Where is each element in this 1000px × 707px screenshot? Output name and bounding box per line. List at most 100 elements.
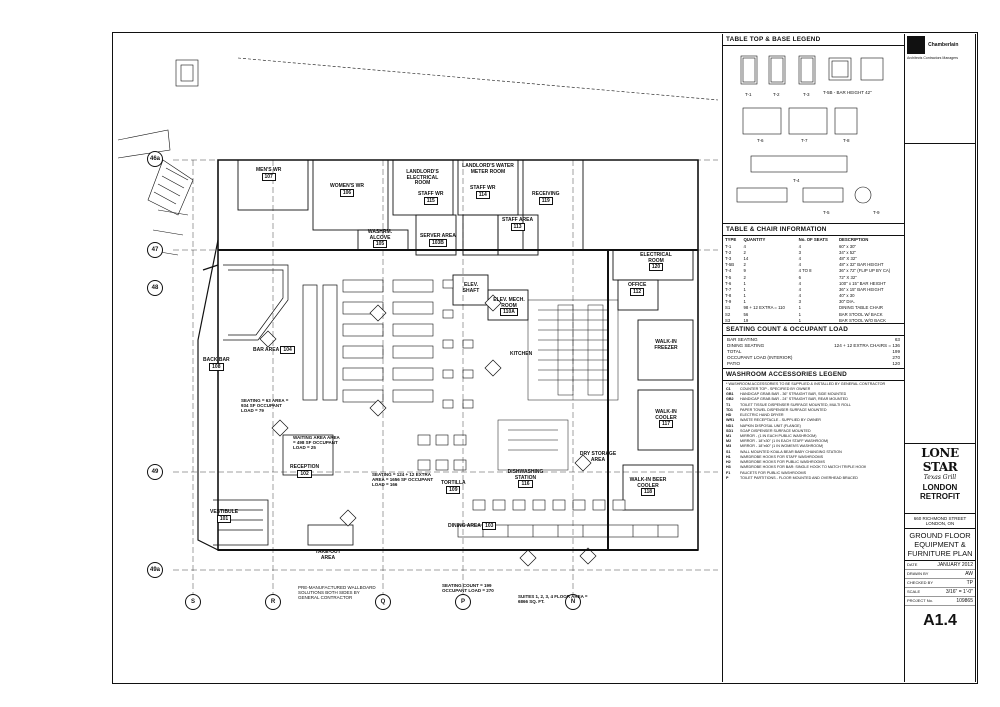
tc-cell: 48" X 32": [838, 255, 857, 261]
tc-cell: 98 + 12 EXTRA = 110: [743, 305, 785, 311]
washroom-text: TOILET TISSUE DISPENSER SURFACE MOUNTED,…: [740, 402, 851, 407]
washroom-text: HANDICAP GRAB BAR - 24" STRAIGHT BAR, RE…: [740, 397, 848, 402]
tt-label-t3: T-3: [803, 92, 810, 97]
tc-cell: 14: [743, 255, 749, 261]
washroom-code: SD1: [726, 428, 734, 433]
seating-value: 124 + 12 EXTRA CHAIRS = 136: [834, 342, 900, 348]
table-top-legend-title: TABLE TOP & BASE LEGEND: [723, 34, 904, 46]
washroom-code: TD1: [726, 407, 733, 412]
bar-seating-note: SEATING = 63 AREA = 934 SF OCCUPANT LOAD…: [241, 398, 289, 414]
tc-cell: 4: [798, 293, 801, 299]
entrance-area: [213, 434, 354, 546]
grid-bubble-col-r: R: [265, 594, 281, 610]
stair-left: [147, 159, 194, 216]
washroom-code: GB1: [726, 392, 734, 397]
grid-bubble-row-46a: 46a: [147, 151, 163, 167]
beer-cooler-outline: [622, 464, 694, 511]
tc-cell: 36" x 72" (FLIP UP BY CA): [838, 268, 891, 274]
room-label-walkin-freezer: WALK-IN FREEZER: [654, 339, 678, 351]
room-label-kitchen: KITCHEN: [510, 351, 533, 357]
washroom-code: T1: [726, 402, 731, 407]
tt-label-t5: T-5: [823, 210, 830, 215]
tc-cell: BAR STOOL W/ BACK: [838, 311, 883, 317]
tc-header: TYPE: [725, 237, 737, 242]
tc-cell: 34" x 52": [838, 249, 857, 255]
washroom-code: C1: [726, 387, 731, 392]
washroom-code: H1: [726, 454, 731, 459]
tc-cell: 72" X 32": [838, 274, 857, 280]
tc-cell: 1: [743, 293, 746, 299]
tc-row: T-8 1 4 40" x 30: [723, 293, 904, 299]
grid-bubble-col-s: S: [185, 594, 201, 610]
tc-cell: T-9: [725, 299, 732, 305]
drawing-title-block: GROUND FLOOR EQUIPMENT & FURNITURE PLAN: [905, 529, 975, 561]
tc-cell: T-8: [725, 293, 732, 299]
sheet-number: A1.4: [923, 612, 957, 629]
washroom-text: HANDICAP GRAB BAR - 36" STRAIGHT BAR, SI…: [740, 392, 847, 397]
seating-value: 63: [894, 336, 900, 342]
tc-cell: 100" x 15" BAR HEIGHT: [838, 280, 886, 286]
title-block: Chamberlain Architects Contractors Manag…: [904, 34, 976, 682]
grid-lines: [173, 159, 718, 605]
grid-bubble-row-47: 47: [147, 242, 163, 258]
washroom-row: H2 WARDROBE HOOKS FOR PUBLIC WASHROOMS: [723, 460, 904, 465]
washroom-code: M2: [726, 439, 732, 444]
washroom-text: MIRROR - (1 IN EACH PUBLIC WASHROOM): [740, 434, 817, 439]
dining-seating-note: SEATING = 124 + 12 EXTRA AREA = 1656 SF …: [372, 472, 434, 488]
firm-name: Chamberlain: [928, 42, 959, 48]
room-label-bar-area: BAR AREA 104: [253, 346, 295, 354]
tc-cell: 4: [798, 262, 801, 268]
washroom-text: WARDROBE HOOKS FOR PUBLIC WASHROOMS: [740, 460, 825, 465]
tc-cell: 4: [798, 255, 801, 261]
room-label-dry-storage: DRY STORAGE AREA: [579, 451, 617, 463]
tc-cell: 40" x 30: [838, 293, 855, 299]
washroom-code: H2: [726, 460, 731, 465]
drawing-title: GROUND FLOOR EQUIPMENT & FURNITURE PLAN: [907, 531, 973, 558]
washroom-code: WR1: [726, 418, 735, 423]
total-seating-note: SEATING COUNT = 199 OCCUPANT LOAD = 270: [442, 583, 494, 594]
washroom-code: HD: [726, 413, 732, 418]
tc-cell: 1: [798, 311, 801, 317]
dining-booths: [342, 279, 434, 403]
tc-cell: T-1: [725, 243, 732, 249]
project-no-row: PROJECT No.109865: [905, 598, 975, 606]
tt-label-t4: T-4: [793, 178, 800, 183]
tt-label-t8: T-8: [843, 138, 850, 143]
tc-cell: T-2: [725, 249, 732, 255]
grid-bubble-col-n: N: [565, 594, 581, 610]
tt-label-t6: T-6: [757, 138, 764, 143]
washroom-row: GB1 HANDICAP GRAB BAR - 36" STRAIGHT BAR,…: [723, 392, 904, 397]
takeout-outline: [307, 524, 354, 546]
dining-tables: [417, 279, 626, 511]
firm-block: Chamberlain Architects Contractors Manag…: [905, 34, 975, 144]
tc-cell: S1: [725, 305, 731, 311]
tc-cell: 4: [743, 243, 746, 249]
grid-bubble-col-q: Q: [375, 594, 391, 610]
tc-header: QUANTITY: [743, 237, 766, 242]
washroom-code: P: [726, 475, 729, 480]
washroom-code: M1: [726, 434, 732, 439]
tt-label-t5b: T-5B - BAR HEIGHT 42": [823, 90, 872, 95]
grid-bubble-row-49a: 49a: [147, 562, 163, 578]
washroom-text: MIRROR - 18"x60" (1 IN WOMEN'S WASHROOM): [740, 444, 824, 449]
pillar: [175, 59, 199, 87]
